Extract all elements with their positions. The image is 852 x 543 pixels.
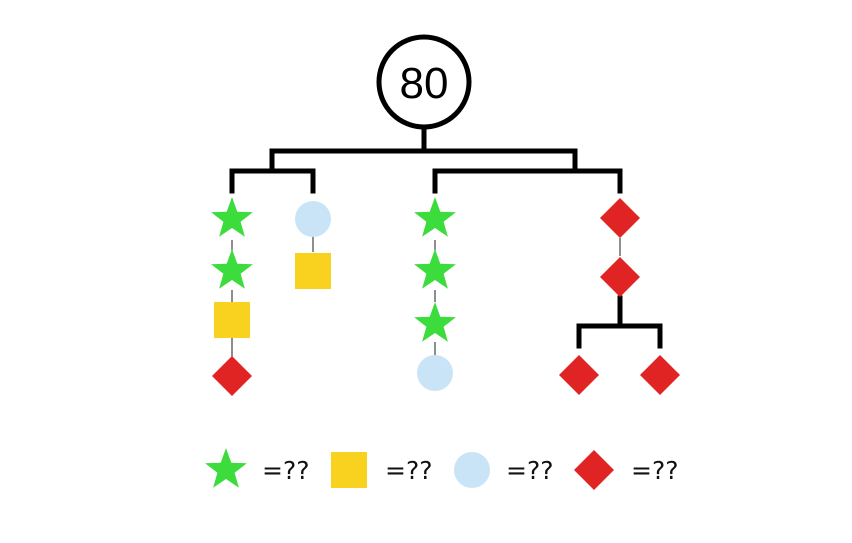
- legend-item-star: =??: [205, 448, 310, 488]
- green-star-icon: [414, 249, 456, 289]
- yellow-square-icon: [214, 302, 250, 338]
- legend-value-star: =??: [262, 456, 310, 485]
- hanging-group-3: [414, 197, 456, 391]
- red-diamond-icon: [559, 355, 599, 395]
- legend-item-diamond: =??: [574, 450, 679, 490]
- hanging-group-1: [211, 197, 253, 396]
- blue-circle-icon: [295, 201, 331, 237]
- green-star-icon: [211, 249, 253, 289]
- hanging-shapes: [211, 197, 680, 396]
- blue-circle-icon: [454, 452, 490, 488]
- red-diamond-icon: [600, 257, 640, 297]
- green-star-icon: [205, 448, 247, 488]
- blue-circle-icon: [417, 355, 453, 391]
- legend: =?? =?? =?? =??: [205, 448, 679, 490]
- legend-item-circle: =??: [454, 452, 554, 488]
- red-diamond-icon: [640, 355, 680, 395]
- legend-value-diamond: =??: [631, 456, 679, 485]
- red-diamond-icon: [212, 356, 252, 396]
- legend-value-square: =??: [385, 456, 433, 485]
- red-diamond-icon: [574, 450, 614, 490]
- root-node: 80: [376, 34, 472, 130]
- thin-connectors: [231, 234, 621, 358]
- green-star-icon: [211, 197, 253, 237]
- tree-lines: [229, 124, 663, 349]
- yellow-square-icon: [331, 452, 367, 488]
- yellow-square-icon: [295, 253, 331, 289]
- hanging-group-4: [559, 198, 680, 395]
- hanging-group-2: [295, 201, 331, 289]
- red-diamond-icon: [600, 198, 640, 238]
- legend-item-square: =??: [331, 452, 433, 488]
- legend-value-circle: =??: [506, 456, 554, 485]
- green-star-icon: [414, 197, 456, 237]
- root-value: 80: [400, 59, 449, 108]
- green-star-icon: [414, 302, 456, 342]
